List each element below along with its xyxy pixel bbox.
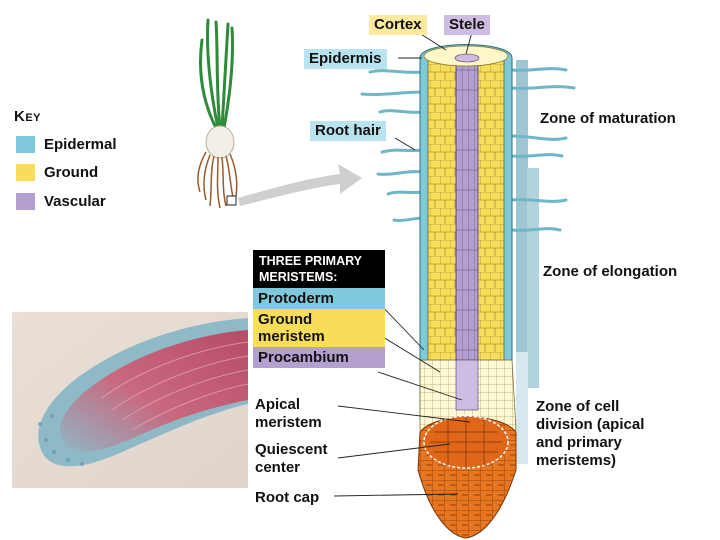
meristem-procambium: Procambium xyxy=(253,347,385,368)
label-apical-meristem: Apical meristem xyxy=(255,396,322,432)
key-label-epidermal: Epidermal xyxy=(44,136,117,153)
label-stele: Stele xyxy=(444,15,490,35)
key-label-ground: Ground xyxy=(44,164,99,181)
label-zone-division-line4: meristems) xyxy=(536,452,617,469)
key-swatch-vascular xyxy=(16,193,35,210)
meristems-heading-line1: Three primary xyxy=(259,254,363,268)
zone-bar-elongation xyxy=(527,168,539,388)
label-zone-division-line3: and primary xyxy=(536,434,622,451)
label-quiescent-line1: Quiescent xyxy=(255,441,328,458)
label-zone-elongation: Zone of elongation xyxy=(543,263,678,280)
label-apical-line1: Apical xyxy=(255,396,301,413)
root-tip-micrograph xyxy=(12,312,248,488)
label-root-cap: Root cap xyxy=(255,489,320,506)
meristems-heading: Three primary meristems: xyxy=(253,250,385,288)
meristem-ground: Ground meristem xyxy=(253,309,385,347)
label-quiescent-center: Quiescent center xyxy=(255,441,328,477)
meristem-protoderm: Protoderm xyxy=(253,288,385,309)
meristem-ground-line1: Ground xyxy=(258,311,313,328)
zone-bar-division xyxy=(516,352,528,464)
meristem-ground-line2: meristem xyxy=(258,328,325,345)
label-zone-division-line2: division (apical xyxy=(536,416,645,433)
label-quiescent-line2: center xyxy=(255,459,301,476)
key-title: KEY xyxy=(14,108,42,125)
meristems-heading-line2: meristems: xyxy=(259,270,338,284)
label-apical-line2: meristem xyxy=(255,414,322,431)
primary-meristems-table: Three primary meristems: Protoderm Groun… xyxy=(253,250,385,368)
label-root-hair: Root hair xyxy=(310,121,386,141)
key-label-vascular: Vascular xyxy=(44,193,106,210)
label-zone-division-line1: Zone of cell xyxy=(536,398,620,415)
label-cortex: Cortex xyxy=(369,15,427,35)
key-swatch-ground xyxy=(16,164,35,181)
onion-plant-illustration xyxy=(197,18,362,209)
label-zone-maturation: Zone of maturation xyxy=(540,110,676,127)
key-swatch-epidermal xyxy=(16,136,35,153)
label-epidermis: Epidermis xyxy=(304,49,387,69)
label-zone-division: Zone of cell division (apical and primar… xyxy=(536,398,644,470)
